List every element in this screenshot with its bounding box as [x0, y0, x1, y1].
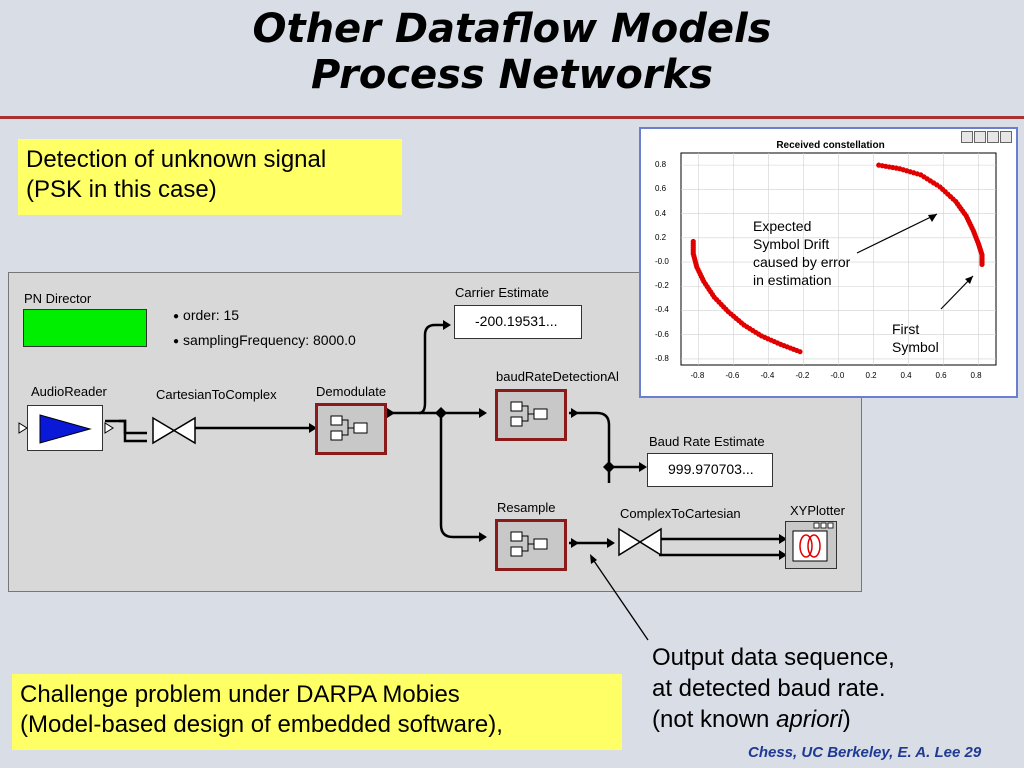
challenge-callout-line-1: Challenge problem under DARPA Mobies [20, 681, 460, 708]
title-line-2: Process Networks [311, 52, 713, 98]
y-tick-label: -0.6 [655, 329, 669, 339]
y-tick-label: -0.2 [655, 281, 669, 291]
param-order: order: 15 [173, 307, 239, 323]
challenge-callout-line-2: (Model-based design of embedded software… [20, 711, 503, 738]
plotter-icon [792, 522, 834, 562]
output-note: Output data sequence, at detected baud r… [652, 642, 895, 735]
cartesian-to-complex-shape [152, 416, 196, 445]
baud-rate-estimate-value: 999.970703... [668, 461, 754, 477]
pn-director-label: PN Director [24, 291, 92, 306]
x-tick-label: 0.4 [900, 371, 912, 380]
plot-title: Received constellation [776, 140, 885, 151]
audio-reader-actor[interactable] [27, 405, 103, 451]
xy-plotter-label: XYPlotter [790, 503, 845, 518]
x-tick-label: 0.6 [935, 371, 947, 380]
output-note-line-2: at detected baud rate. [652, 675, 886, 702]
composite-actor-icon [330, 415, 368, 441]
drift-annotation: Expected Symbol Drift caused by error in… [753, 217, 850, 289]
output-note-line-3: (not known apriori) [652, 704, 895, 735]
first-symbol-line-1: First [892, 321, 920, 337]
detection-callout-line-2: (PSK in this case) [26, 176, 217, 203]
y-tick-label: 0.4 [655, 208, 667, 218]
drift-line-3: caused by error [753, 254, 851, 270]
save-icon[interactable] [961, 131, 973, 143]
constellation-point [979, 261, 985, 268]
challenge-callout: Challenge problem under DARPA Mobies (Mo… [12, 674, 622, 750]
audio-reader-label: AudioReader [31, 384, 107, 399]
scatter-canvas [680, 152, 997, 366]
first-symbol-annotation: First Symbol [892, 320, 939, 356]
composite-actor-icon [510, 401, 548, 427]
drift-line-2: Symbol Drift [753, 236, 830, 252]
constellation-plot: Received constellation 0.8 0.6 0.4 0.2 -0.0 -… [639, 127, 1018, 398]
slide-footer: Chess, UC Berkeley, E. A. Lee 29 [748, 744, 982, 761]
y-tick-label: 0.8 [655, 160, 667, 170]
carrier-estimate-label: Carrier Estimate [455, 285, 549, 300]
title-divider [0, 116, 1024, 119]
complex-to-cartesian-shape [618, 527, 662, 557]
xy-plotter-actor[interactable] [785, 521, 837, 569]
output-note-suffix: ) [842, 706, 851, 733]
x-tick-label: -0.8 [690, 371, 705, 380]
pn-director-block[interactable] [23, 309, 147, 347]
resample-label: Resample [497, 500, 556, 515]
output-note-prefix: (not known [652, 706, 777, 733]
x-tick-label: -0.2 [795, 371, 810, 380]
title-line-1: Other Dataflow Models [252, 6, 772, 52]
param-sampling-frequency: samplingFrequency: 8000.0 [173, 332, 356, 348]
complex-to-cartesian-actor[interactable] [615, 527, 665, 559]
plot-toolbar [961, 131, 1012, 143]
x-tick-label: -0.6 [725, 371, 740, 380]
x-tick-label: -0.0 [830, 371, 845, 380]
fill-icon[interactable] [987, 131, 999, 143]
baud-rate-estimate-label: Baud Rate Estimate [649, 434, 765, 449]
cartesian-to-complex-actor[interactable] [149, 415, 199, 447]
y-tick-label: -0.0 [655, 257, 669, 267]
y-tick-label: 0.6 [655, 184, 667, 194]
composite-actor-icon [510, 531, 548, 557]
expand-icon[interactable] [1000, 131, 1012, 143]
y-tick-label: 0.2 [655, 232, 667, 242]
baud-rate-estimate-display[interactable]: 999.970703... [647, 453, 773, 487]
detection-callout-line-1: Detection of unknown signal [26, 146, 327, 173]
drift-line-4: in estimation [753, 272, 832, 288]
carrier-estimate-value: -200.19531... [475, 313, 558, 329]
y-tick-label: -0.4 [655, 305, 669, 315]
detection-callout: Detection of unknown signal (PSK in this… [18, 139, 402, 215]
connection-wires [18, 320, 787, 560]
demodulate-label: Demodulate [316, 384, 387, 399]
resample-actor[interactable] [495, 519, 567, 571]
audio-reader-icon [39, 414, 92, 444]
complex-to-cartesian-label: ComplexToCartesian [620, 506, 741, 521]
x-tick-label: 0.2 [865, 371, 877, 380]
y-tick-label: -0.8 [655, 353, 669, 363]
baud-rate-detection-actor[interactable] [495, 389, 567, 441]
baud-rate-detection-label: baudRateDetectionAl [496, 369, 619, 384]
carrier-estimate-display[interactable]: -200.19531... [454, 305, 582, 339]
output-note-line-1: Output data sequence, [652, 644, 895, 671]
cartesian-to-complex-label: CartesianToComplex [156, 387, 277, 402]
demodulate-actor[interactable] [315, 403, 387, 455]
output-note-italic: apriori [776, 706, 843, 733]
slide-title: Other Dataflow Models Process Networks [0, 6, 1024, 98]
constellation-point [797, 349, 803, 355]
x-tick-label: -0.4 [760, 371, 775, 380]
drift-line-1: Expected [753, 218, 812, 234]
reset-icon[interactable] [974, 131, 986, 143]
first-symbol-line-2: Symbol [892, 339, 939, 355]
x-tick-label: 0.8 [970, 371, 982, 380]
